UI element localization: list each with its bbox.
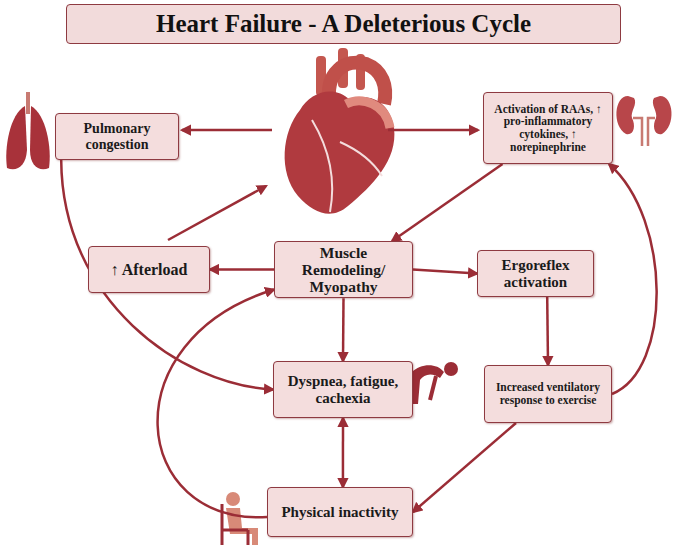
connector-arrow [546, 297, 549, 365]
connector-arrow [342, 298, 345, 361]
lung-lobe [30, 106, 50, 169]
process-box: ↑ Afterload [88, 246, 210, 293]
process-box: Dyspnea, fatigue, cachexia [273, 361, 413, 418]
box-label: Ergoreflex activation [483, 257, 588, 290]
kidney-shape [653, 96, 672, 134]
box-label: Physical inactivity [281, 504, 398, 521]
connector-arrow [609, 164, 657, 394]
person-head [444, 362, 458, 376]
person-arm [430, 376, 436, 400]
heart-arrow [388, 129, 478, 132]
connector-arrow [392, 164, 502, 241]
lung-lobe [6, 106, 27, 169]
process-box: Physical inactivity [267, 487, 413, 537]
person-body [412, 365, 444, 404]
box-label: Activation of RAAs, ↑ pro-inflammatory c… [489, 103, 607, 154]
box-label: ↑ Afterload [111, 261, 188, 279]
heart-artery [346, 101, 390, 128]
lung-trachea [26, 92, 30, 114]
diagram-title: Heart Failure - A Deleterious Cycle [156, 10, 531, 38]
connector-arrow [413, 423, 516, 512]
heart-arrow [182, 129, 272, 132]
process-box: Activation of RAAs, ↑ pro-inflammatory c… [483, 92, 613, 164]
kidney-shape [616, 96, 635, 134]
kidney-ureter [633, 118, 642, 146]
box-label: Dyspnea, fatigue, cachexia [279, 373, 407, 406]
person-head [226, 492, 240, 506]
connector-arrow [61, 160, 273, 390]
process-box: Ergoreflex activation [477, 250, 594, 297]
process-box: Muscle Remodeling/ Myopathy [274, 241, 413, 298]
heart-arrow [168, 186, 266, 240]
kidney-illustration [616, 96, 671, 146]
box-label: Pulmonary congestion [61, 121, 173, 152]
heart-septum [340, 142, 382, 176]
seated-person-icon [222, 492, 258, 545]
connector-arrow [413, 270, 477, 274]
heart-septum [312, 120, 332, 212]
chair-outline [222, 504, 248, 545]
kidney-ureter [648, 118, 655, 146]
box-label: Muscle Remodeling/ Myopathy [280, 244, 407, 295]
connector-arrow [158, 290, 274, 518]
lung-illustration [6, 92, 50, 169]
connector-arrow [210, 268, 274, 271]
box-label: Increased ventilatory response to exerci… [490, 381, 606, 406]
tired-person-icon [412, 362, 458, 404]
title-box: Heart Failure - A Deleterious Cycle [66, 4, 621, 44]
heart-body [285, 91, 395, 213]
connector-arrow [342, 418, 345, 487]
process-box: Increased ventilatory response to exerci… [484, 365, 612, 423]
heart-illustration [285, 48, 395, 214]
process-box: Pulmonary congestion [55, 113, 179, 160]
